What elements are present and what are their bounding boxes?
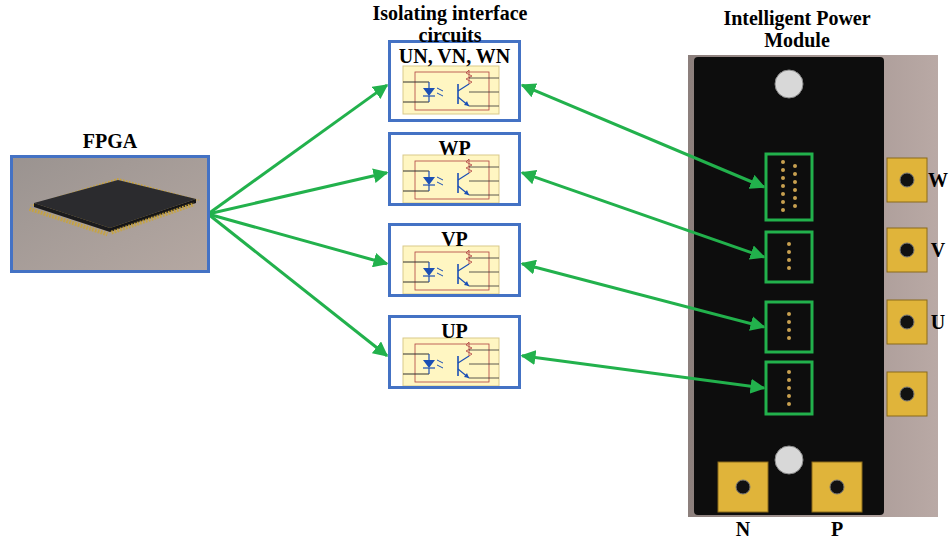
signal-arrow [208,214,387,356]
signal-arrow [522,173,764,257]
signal-arrow [522,264,764,327]
terminal-label: P [827,518,847,540]
node-heading: VP [391,228,518,250]
signal-arrow [522,85,764,187]
interface-box: WP [388,132,521,206]
terminal-label: V [928,239,948,261]
signal-arrow [208,214,387,264]
node-heading: UP [391,320,518,342]
signal-arrow [522,356,764,388]
interface-box: UP [388,315,521,389]
node-heading: UN, VN, WN [391,45,518,67]
terminal-label: N [733,518,753,540]
interface-box: UN, VN, WN [388,40,521,122]
signal-arrow [208,85,387,214]
terminal-label: W [928,169,948,191]
fpga-box: FPGA [10,155,210,273]
node-heading: WP [391,137,518,159]
signal-arrow [208,173,387,214]
node-heading: Intelligent Power Module [722,7,872,51]
terminal-label: U [928,311,948,333]
power-module: Intelligent Power Module [694,57,884,515]
node-heading: FPGA [10,130,210,152]
interface-box: VP [388,223,521,297]
column-heading: Isolating interface circuits [350,2,550,46]
